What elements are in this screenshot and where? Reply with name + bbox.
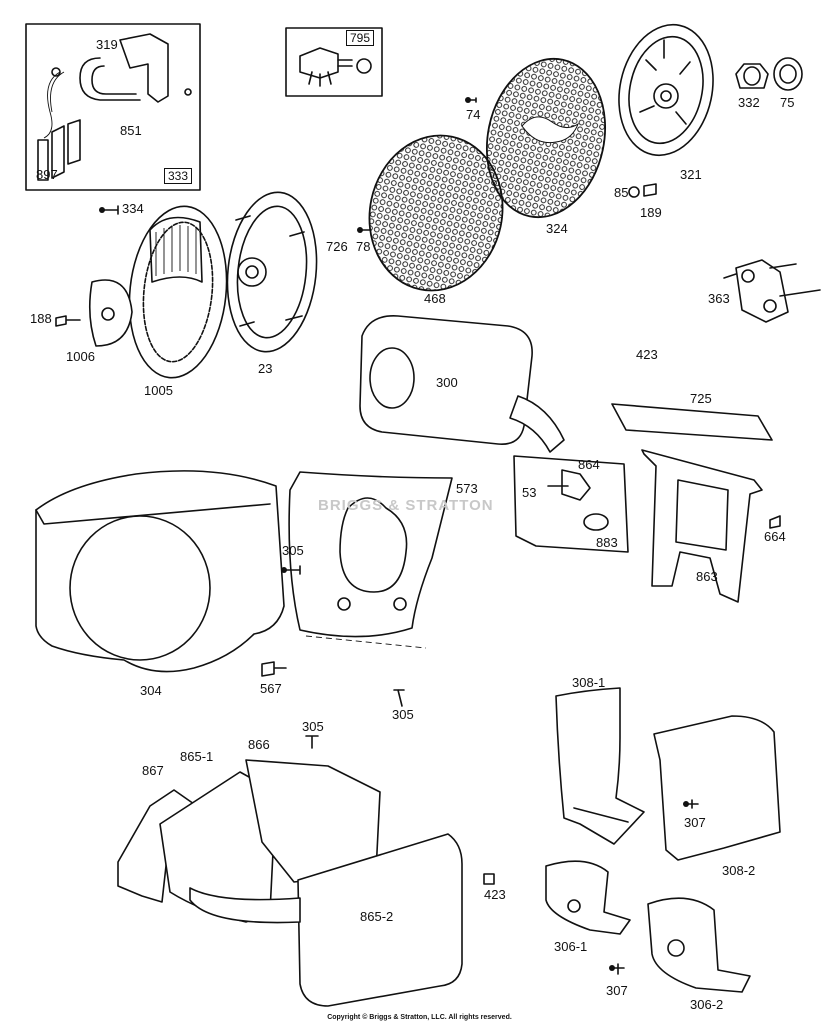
callout-573[interactable]: 573 <box>456 481 478 496</box>
cover-865-2 <box>189 833 463 1007</box>
callout-332[interactable]: 332 <box>738 95 760 110</box>
callout-305-left[interactable]: 305 <box>282 543 304 558</box>
callout-867[interactable]: 867 <box>142 763 164 778</box>
callout-324[interactable]: 324 <box>546 221 568 236</box>
callout-423-low[interactable]: 423 <box>484 887 506 902</box>
callout-307-low[interactable]: 307 <box>606 983 628 998</box>
callout-74[interactable]: 74 <box>466 107 481 122</box>
callout-334[interactable]: 334 <box>122 201 144 216</box>
callout-865-2[interactable]: 865-2 <box>360 909 394 924</box>
fan-321 <box>618 23 714 157</box>
callout-78[interactable]: 78 <box>356 239 371 254</box>
callout-305-mid[interactable]: 305 <box>392 707 414 722</box>
callout-304[interactable]: 304 <box>140 683 162 698</box>
muffler-300 <box>359 315 565 453</box>
switch-box <box>285 27 383 97</box>
callout-863[interactable]: 863 <box>696 569 718 584</box>
fasteners-mid <box>261 565 405 749</box>
callout-725[interactable]: 725 <box>690 391 712 406</box>
callout-1005[interactable]: 1005 <box>144 383 173 398</box>
callout-321[interactable]: 321 <box>680 167 702 182</box>
callout-300[interactable]: 300 <box>436 375 458 390</box>
watermark-text: BRIGGS & STRATTON <box>318 497 494 514</box>
callout-851[interactable]: 851 <box>120 123 142 138</box>
callout-423-top[interactable]: 423 <box>636 347 658 362</box>
callout-726[interactable]: 726 <box>326 239 348 254</box>
callout-308-2[interactable]: 308-2 <box>722 863 756 878</box>
callout-865-1[interactable]: 865-1 <box>180 749 214 764</box>
rotating-screen-468 <box>368 134 504 292</box>
strip-725 <box>611 403 773 441</box>
shroud-308-2 <box>653 715 781 861</box>
callout-795[interactable]: 795 <box>346 30 375 46</box>
callout-333[interactable]: 333 <box>164 168 193 184</box>
bracket-863 <box>641 449 763 603</box>
ring-gear-1005 <box>128 205 228 379</box>
cover-306-2 <box>647 897 751 993</box>
plate-1006 <box>88 279 133 347</box>
copyright-notice: Copyright © Briggs & Stratton, LLC. All … <box>327 1014 512 1021</box>
callout-866[interactable]: 866 <box>248 737 270 752</box>
callout-306-2[interactable]: 306-2 <box>690 997 724 1012</box>
screws <box>55 97 657 327</box>
callout-897[interactable]: 897 <box>36 167 58 182</box>
callout-319[interactable]: 319 <box>96 37 118 52</box>
ignition-kit-box <box>25 23 201 191</box>
plate-53 <box>513 455 629 553</box>
nut-and-washer <box>735 57 803 91</box>
callout-567[interactable]: 567 <box>260 681 282 696</box>
callout-883[interactable]: 883 <box>596 535 618 550</box>
bracket-363 <box>723 259 821 323</box>
rotating-screen-324 <box>485 57 607 219</box>
blower-housing-304 <box>35 470 285 673</box>
callout-305-low[interactable]: 305 <box>302 719 324 734</box>
callout-308-1[interactable]: 308-1 <box>572 675 606 690</box>
baffle-573 <box>288 471 453 649</box>
callout-53[interactable]: 53 <box>522 485 537 500</box>
callout-75[interactable]: 75 <box>780 95 795 110</box>
cover-306-1 <box>545 860 631 935</box>
callout-23[interactable]: 23 <box>258 361 273 376</box>
screw-664 <box>769 515 781 529</box>
callout-864[interactable]: 864 <box>578 457 600 472</box>
shroud-308-1 <box>555 687 645 845</box>
callout-363[interactable]: 363 <box>708 291 730 306</box>
callout-85[interactable]: 85 <box>614 185 629 200</box>
callout-1006[interactable]: 1006 <box>66 349 95 364</box>
flywheel-23 <box>226 191 318 353</box>
callout-306-1[interactable]: 306-1 <box>554 939 588 954</box>
callout-189[interactable]: 189 <box>640 205 662 220</box>
callout-307-top[interactable]: 307 <box>684 815 706 830</box>
callout-468[interactable]: 468 <box>424 291 446 306</box>
callout-664[interactable]: 664 <box>764 529 786 544</box>
fasteners-lower <box>483 799 699 975</box>
callout-188[interactable]: 188 <box>30 311 52 326</box>
